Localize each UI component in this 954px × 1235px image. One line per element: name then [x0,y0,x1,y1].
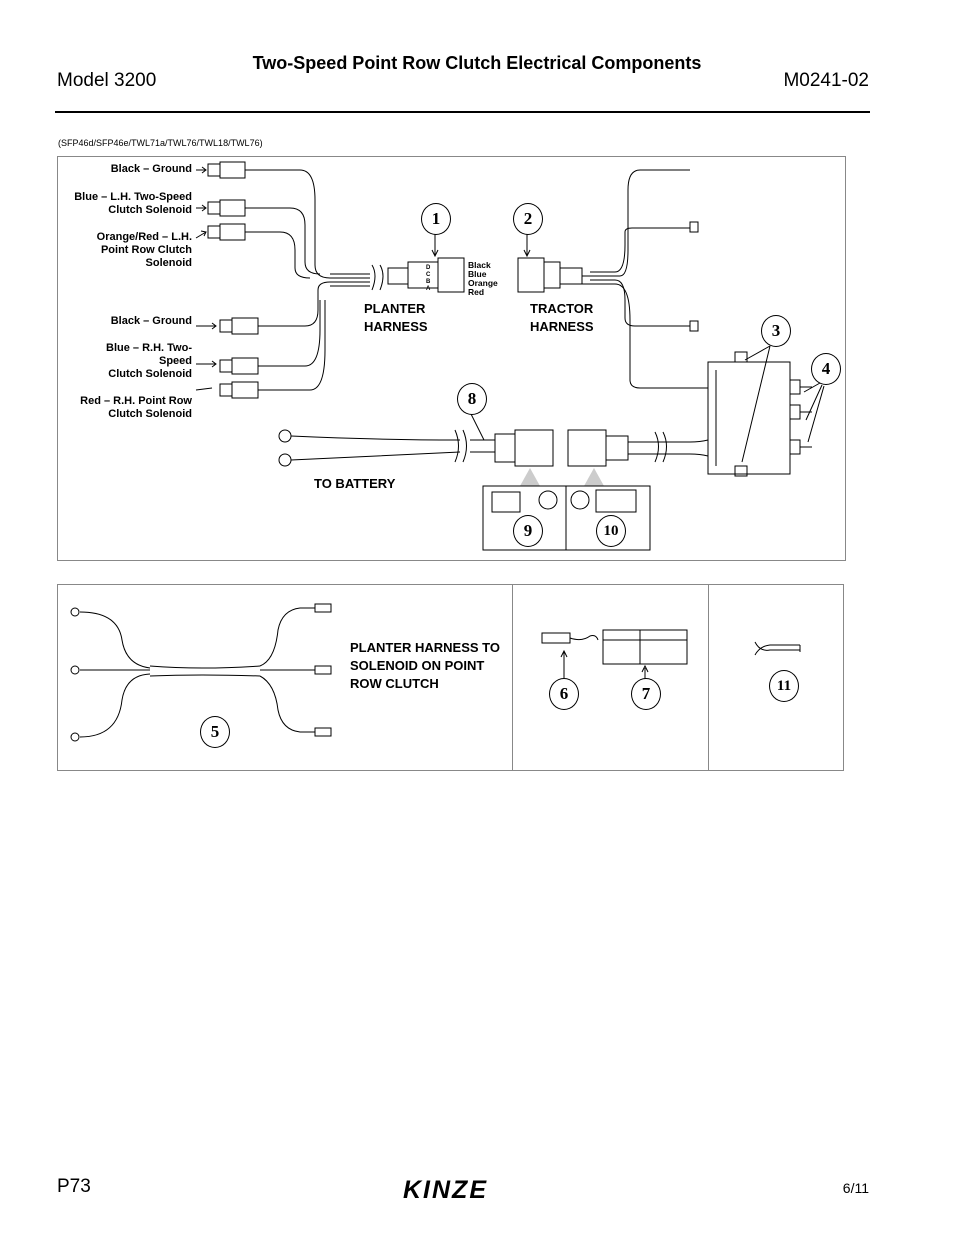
terminal-panel [512,584,710,771]
callout-6: 6 [549,678,579,710]
callout-5: 5 [200,716,230,748]
callout-3: 3 [761,315,791,347]
planter-harness-label: PLANTER HARNESS [364,301,428,334]
model-label: Model 3200 [57,70,157,91]
callout-2: 2 [513,203,543,235]
wire-color-red: Red [468,287,485,297]
label-blue-lh-two-speed: Blue – L.H. Two-Speed Clutch Solenoid [74,191,192,216]
callout-1: 1 [421,203,451,235]
wiring-diagram-panel [57,156,846,561]
callout-8: 8 [457,383,487,415]
callout-9: 9 [513,515,543,547]
wire-color-black: Black [468,260,491,270]
parts-reference: (SFP46d/SFP46e/TWL71a/TWL76/TWL18/TWL76) [58,138,263,148]
wire-color-blue: Blue [468,269,487,279]
pin-letter-b: B [426,279,431,285]
kinze-logo: KINZE [403,1176,488,1204]
label-red-rh-point-row: Red – R.H. Point Row Clutch Solenoid [80,395,192,420]
callout-4: 4 [811,353,841,385]
page-number: P73 [57,1176,91,1197]
harness-description: PLANTER HARNESS TO SOLENOID ON POINT ROW… [350,640,500,691]
revision-date: 6/11 [842,1180,869,1196]
label-black-ground-rh: Black – Ground [110,315,192,327]
callout-11: 11 [769,670,799,702]
pin-letter-a: A [426,286,431,292]
callout-7: 7 [631,678,661,710]
callout-10: 10 [596,515,626,547]
label-black-ground-lh: Black – Ground [110,163,192,175]
header-rule [55,111,870,113]
page-title: Two-Speed Point Row Clutch Electrical Co… [252,53,702,73]
document-number: M0241-02 [783,70,869,91]
pin-letter-d: D [426,265,431,271]
wire-color-orange: Orange [468,278,498,288]
label-orange-red-lh-point-row: Orange/Red – L.H. Point Row Clutch Solen… [96,231,192,269]
tractor-harness-label: TRACTOR HARNESS [530,301,594,334]
pin-letter-c: C [426,272,431,278]
to-battery-label: TO BATTERY [314,476,396,491]
label-blue-rh-two-speed: Blue – R.H. Two- Speed Clutch Solenoid [106,342,192,380]
